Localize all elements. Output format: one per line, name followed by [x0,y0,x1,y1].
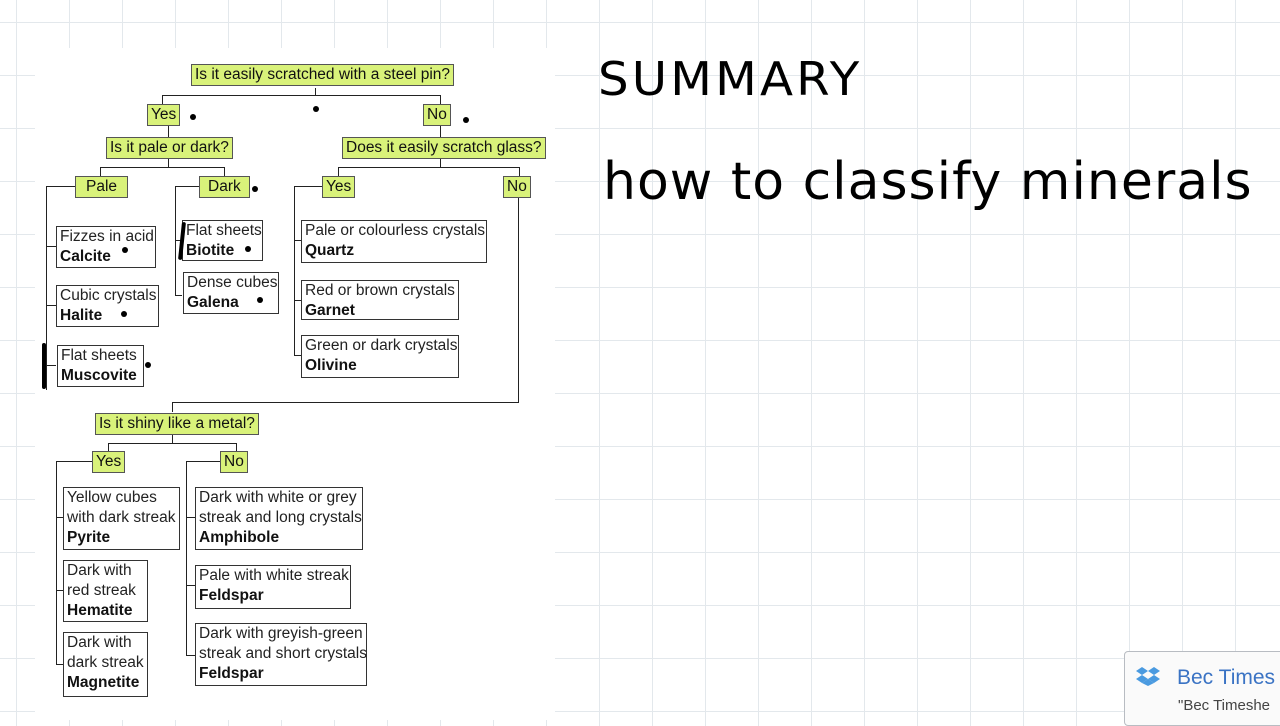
answer-no-shiny: No [220,451,248,473]
dropbox-icon [1135,666,1161,688]
answer-yes-steel-pin: Yes [147,104,181,126]
summary-heading: SUMMARY [598,52,863,106]
question-shiny-metal: Is it shiny like a metal? [95,413,259,435]
question-pale-or-dark: Is it pale or dark? [106,137,233,159]
answer-pale: Pale [75,176,129,198]
topic-heading: how to classify minerals [603,152,1253,212]
answer-no-scratch-glass: No [503,176,531,198]
question-steel-pin: Is it easily scratched with a steel pin? [191,64,455,86]
notification-title: Bec Times [1177,666,1276,689]
answer-yes-shiny: Yes [92,451,126,473]
answer-yes-scratch-glass: Yes [322,176,356,198]
notification-subtitle: "Bec Timeshe [1178,697,1271,714]
answer-no-steel-pin: No [423,104,451,126]
notification-toast[interactable]: Bec Times "Bec Timeshe [1124,651,1280,726]
question-scratch-glass: Does it easily scratch glass? [342,137,546,159]
answer-dark: Dark [199,176,250,198]
